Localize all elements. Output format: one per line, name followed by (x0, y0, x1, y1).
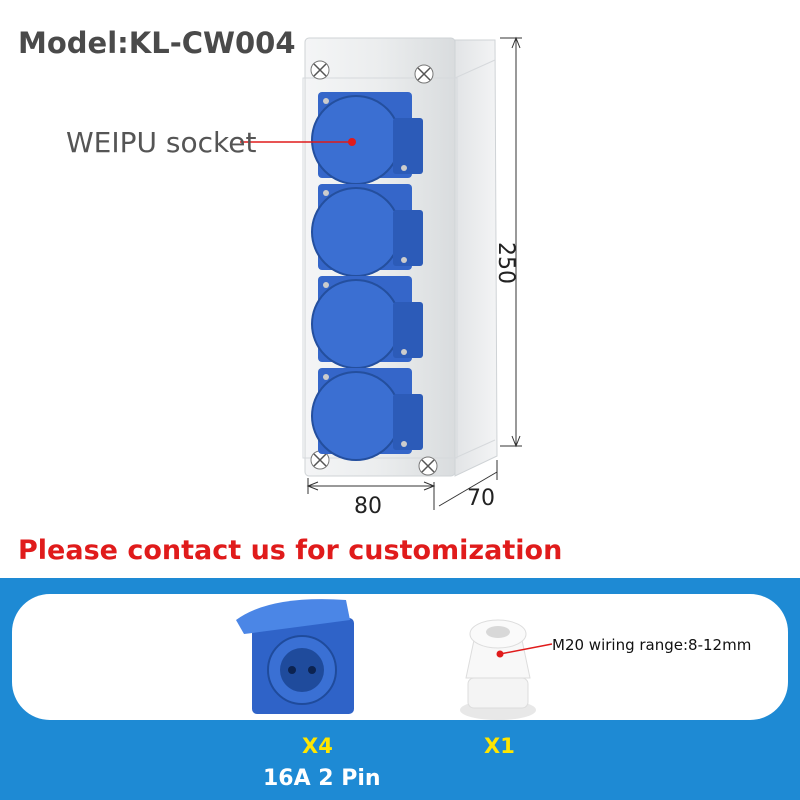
gland-callout-line (496, 643, 553, 658)
accessories-card (12, 594, 788, 720)
height-dimension-label: 250 (493, 242, 518, 284)
gland-spec-label: M20 wiring range:8-12mm (552, 636, 752, 654)
model-title: Model:KL-CW004 (18, 26, 296, 60)
screw-icon (310, 450, 330, 470)
height-dimension-line (500, 36, 522, 448)
screw-icon (414, 64, 434, 84)
socket-unit-1 (311, 92, 423, 185)
accessories-illustrations (236, 599, 553, 720)
depth-dimension-label: 70 (467, 486, 495, 511)
socket-callout-line (240, 138, 356, 146)
width-dimension-label: 80 (354, 494, 382, 519)
screw-icon (418, 456, 438, 476)
socket-unit-2 (311, 184, 423, 277)
gland-quantity: X1 (484, 734, 515, 758)
width-dimension-line (306, 478, 436, 510)
socket-spec: 16A 2 Pin (263, 766, 381, 791)
customization-notice: Please contact us for customization (18, 535, 563, 566)
cable-gland-icon (460, 619, 536, 720)
depth-dimension-line (438, 460, 498, 507)
product-illustration (240, 36, 522, 510)
socket-unit-4 (311, 368, 423, 461)
socket-accessory-icon (236, 599, 354, 714)
screw-icon (310, 60, 330, 80)
socket-callout-label: WEIPU socket (66, 126, 257, 159)
socket-unit-3 (311, 276, 423, 369)
socket-quantity: X4 (302, 734, 333, 758)
